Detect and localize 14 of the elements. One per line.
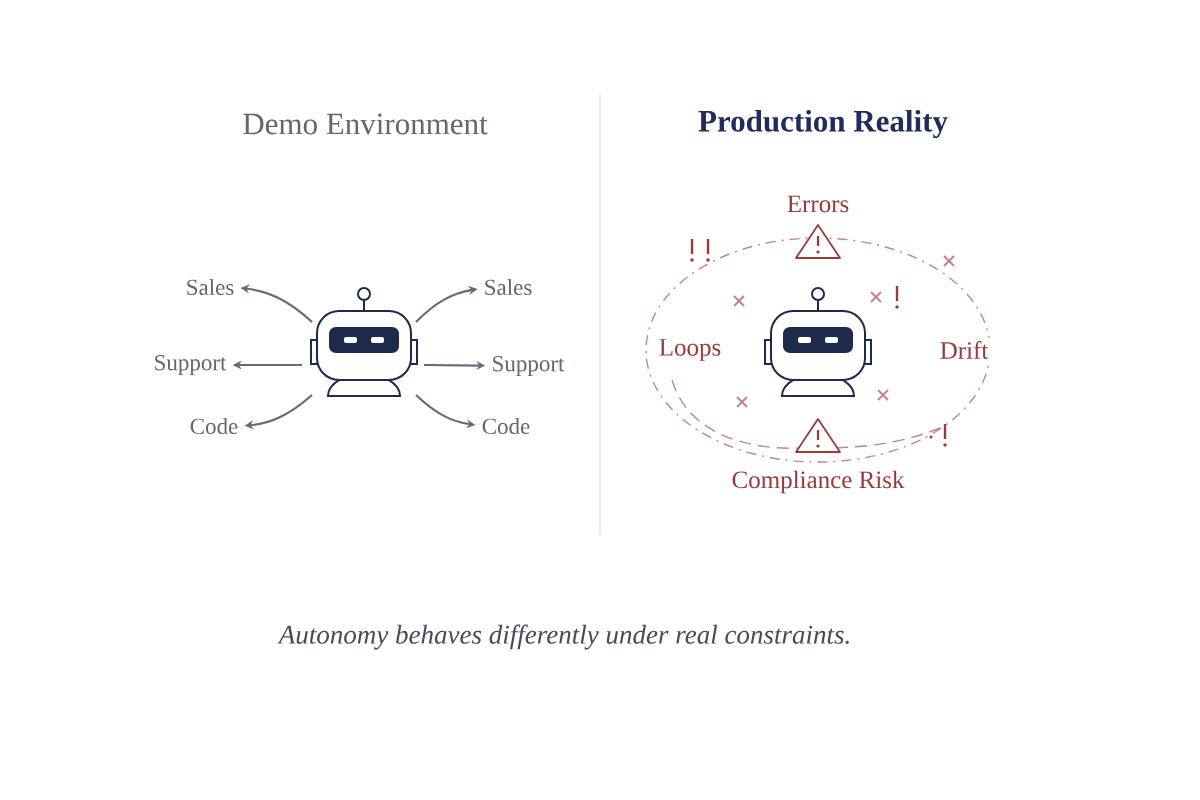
risk-label: Loops	[655, 336, 725, 364]
caption: Autonomy behaves differently under real constraints.	[277, 624, 849, 650]
category-label: Support	[155, 354, 227, 376]
section-heading: Demo Environment	[239, 110, 491, 138]
category-label: Code	[190, 417, 238, 435]
robot-drawing	[310, 287, 418, 397]
risk-label: Drift	[936, 338, 992, 362]
risk-label: Compliance Risk	[728, 467, 908, 497]
category-label: Code	[482, 417, 530, 435]
section-heading: Production Reality	[695, 106, 951, 142]
robot-drawing	[764, 287, 872, 397]
category-label: Sales	[485, 278, 532, 296]
category-label: Support	[493, 355, 565, 377]
category-label: Sales	[187, 278, 234, 296]
